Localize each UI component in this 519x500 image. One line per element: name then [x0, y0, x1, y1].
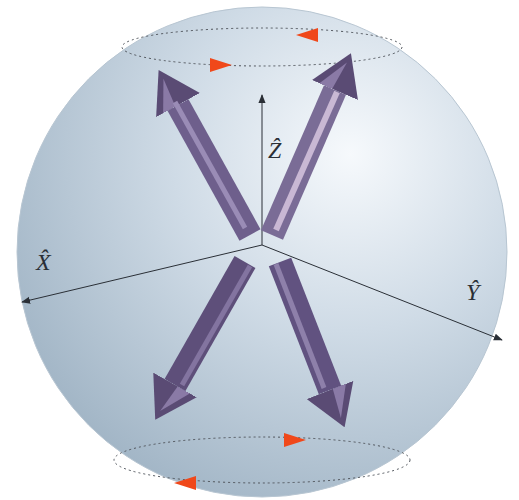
z-axis: [262, 95, 263, 245]
rotation-arrowhead: [174, 476, 196, 490]
rotation-arrowhead: [284, 433, 306, 447]
spin-highlight: [276, 264, 324, 388]
precession-orbit: [122, 28, 402, 66]
axis-label: Ẑ: [268, 138, 281, 162]
rotation-arrowhead: [210, 58, 232, 72]
spin-arrow: [280, 262, 330, 390]
spin-arrow: [175, 262, 245, 385]
bloch-sphere: [17, 7, 507, 497]
axis-label: Ŷ: [466, 280, 479, 304]
spin-highlight: [175, 102, 245, 228]
spin-highlight: [182, 266, 250, 385]
spin-arrows: [175, 90, 337, 390]
rotation-arrowhead: [296, 28, 318, 42]
precession-orbit: [114, 437, 410, 483]
rotation-arrowheads: [174, 28, 318, 490]
axis-label: X̂: [36, 250, 51, 274]
spin-highlight: [276, 92, 337, 230]
